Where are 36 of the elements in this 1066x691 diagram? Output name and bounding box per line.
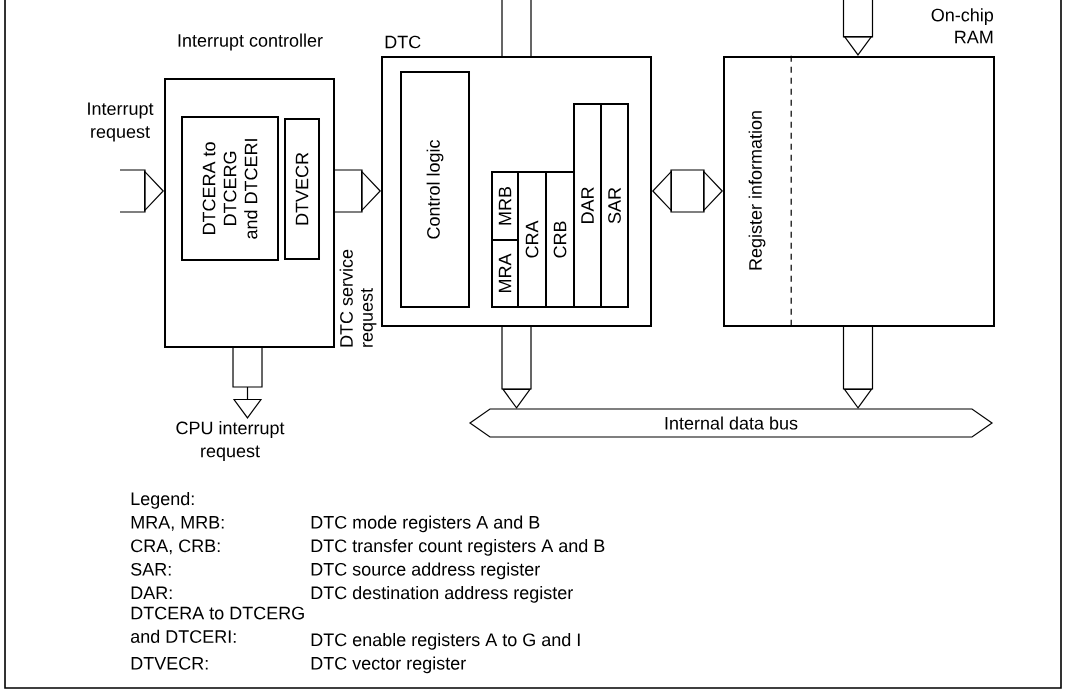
legend-text: DTC vector register — [311, 656, 466, 674]
block-heading: Interrupt controller — [178, 33, 323, 51]
bus-arrow — [232, 346, 263, 419]
bus-arrow — [119, 169, 164, 213]
legend-text: Legend: — [131, 491, 194, 509]
legend-text: DTVECR: — [131, 656, 208, 670]
bus-arrow — [501, 325, 532, 409]
register-box: DTVECR — [284, 118, 320, 260]
legend-text: SAR: — [131, 562, 171, 576]
register-box: DTCERA to DTCERG and DTCERI — [181, 116, 279, 261]
signal-label: Interrupt request — [88, 102, 154, 142]
memory-region: Register information — [748, 55, 792, 326]
bus-arrow — [842, 0, 874, 56]
register-box: MRA — [491, 239, 519, 308]
legend-text: DTC enable registers A to G and I — [311, 632, 580, 650]
register-box: SAR — [600, 103, 629, 308]
bus-arrow — [842, 325, 874, 409]
edge-label: DTC service request — [339, 249, 377, 347]
register-box: CRB — [545, 171, 575, 308]
legend-text: DTC mode registers A and B — [311, 515, 540, 533]
bus-arrow — [652, 169, 723, 213]
legend-text: DTCERA to DTCERG and DTCERI: — [130, 606, 304, 643]
block-heading: On-chip RAM — [931, 8, 994, 44]
bus-arrow — [333, 169, 381, 213]
legend-text: MRA, MRB: — [131, 516, 224, 531]
register-box: MRB — [491, 171, 519, 241]
register-box: CRA — [517, 171, 547, 308]
legend-text: DTC destination address register — [311, 585, 573, 603]
register-box: DAR — [573, 103, 602, 308]
legend-text: CRA, CRB: — [131, 539, 220, 555]
legend-text: DTC source address register — [311, 562, 540, 580]
signal-label: CPU interrupt request — [176, 421, 285, 461]
legend-text: DAR: — [131, 586, 172, 599]
register-box: Control logic — [400, 71, 470, 308]
block-heading: DTC — [385, 35, 421, 49]
legend-text: DTC transfer count registers A and B — [311, 538, 605, 556]
